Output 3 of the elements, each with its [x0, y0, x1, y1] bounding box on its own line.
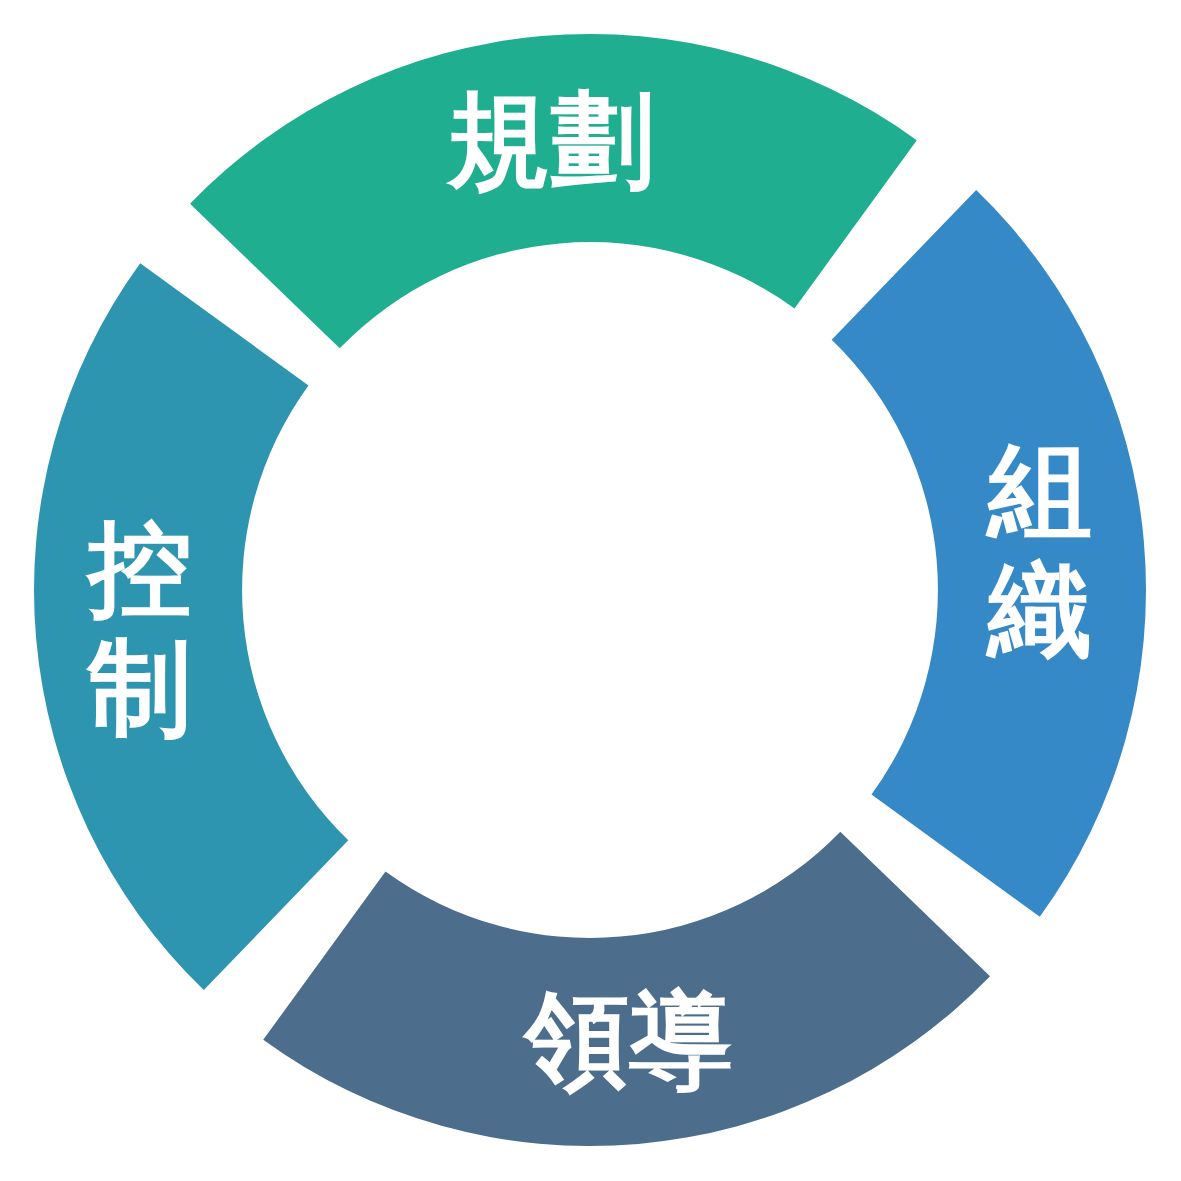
segment-label: 控制: [84, 509, 193, 750]
segment-label: 組織: [985, 431, 1096, 671]
segment-label: 規劃: [446, 87, 655, 192]
